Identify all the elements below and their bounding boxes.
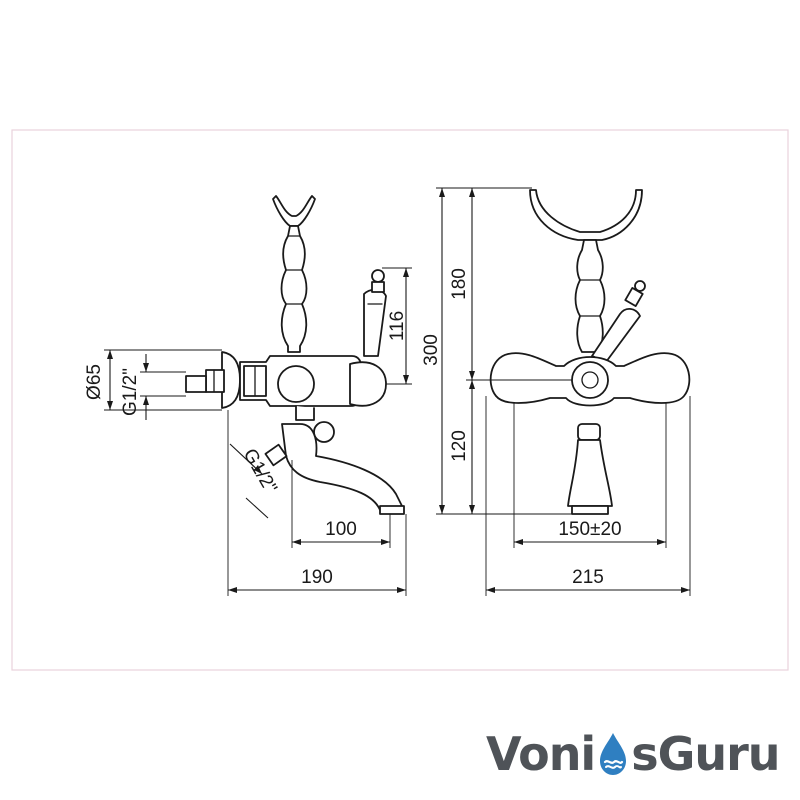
drawing-frame: [11, 129, 789, 671]
front-spout: [567, 439, 613, 507]
dim-height-180: 180: [449, 268, 470, 300]
cartridge-cap: [349, 361, 387, 407]
lever-neck: [371, 281, 385, 293]
bath-spout: [281, 423, 403, 511]
front-cradle: [529, 189, 643, 241]
front-hub: [571, 361, 609, 399]
brand-text-part1: Voni: [486, 727, 596, 781]
dim-height-120: 120: [449, 430, 470, 462]
dim-diameter-65: Ø65: [84, 364, 105, 400]
front-lever-knob: [634, 280, 646, 292]
body-hub: [277, 365, 315, 403]
diverter-knob: [313, 421, 335, 443]
shower-outlet: [264, 443, 288, 467]
front-stem: [574, 239, 606, 353]
dim-height-300: 300: [421, 334, 442, 366]
dim-width-190: 190: [301, 567, 333, 588]
dim-inlet-thread: G1/2": [120, 368, 141, 416]
lever-handle: [363, 288, 387, 357]
front-aerator: [571, 505, 609, 515]
diverter-stem: [295, 405, 315, 421]
inlet-nut: [205, 369, 225, 393]
side-dimensions: [104, 267, 412, 596]
dim-width-215: 215: [572, 567, 604, 588]
lever-knob: [371, 269, 385, 283]
shower-cradle: [272, 195, 316, 227]
front-view: [489, 189, 691, 515]
dim-width-150: 150±20: [558, 519, 621, 540]
brand-text-part2: sGuru: [631, 727, 780, 781]
water-drop-icon: [600, 733, 627, 775]
inlet-pipe: [185, 375, 207, 393]
front-diverter: [577, 423, 601, 441]
front-dimensions: [436, 187, 691, 596]
dim-width-100: 100: [325, 519, 357, 540]
brand-logo: Voni sGuru: [486, 724, 781, 784]
dim-height-116: 116: [387, 311, 408, 341]
front-lever: [591, 308, 641, 363]
handset-stem: [280, 225, 308, 353]
spout-aerator: [379, 505, 405, 515]
side-view: [185, 195, 405, 515]
